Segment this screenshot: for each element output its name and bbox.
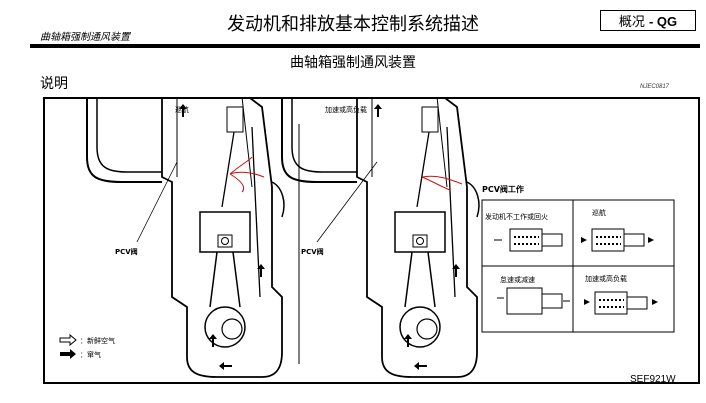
- subtitle: 曲轴箱强制通风装置: [290, 55, 416, 71]
- cell-cruise: 巡航: [592, 209, 606, 217]
- section-name: 曲轴箱强制通风装置: [40, 32, 130, 43]
- pcv-figure: 巡航 加速或高负载 PCV阀 PCV阀 ：新鲜空气 ：窜气 PCV阀工作 发动机…: [43, 97, 700, 384]
- pcv-valve-label-left: PCV阀: [115, 248, 138, 256]
- description-heading: 说明: [40, 76, 68, 92]
- engine-cruise-drawing: [86, 99, 298, 378]
- section-tag: 概况 - QG: [600, 10, 696, 31]
- header-rule: [30, 44, 700, 48]
- pcv-diagram: [59, 99, 675, 378]
- annotation-arrow-right: [421, 175, 463, 191]
- pcv-valve-label-right: PCV阀: [301, 248, 324, 256]
- cell-idle: 怠速或减速: [500, 276, 535, 284]
- cell-engine-off: 发动机不工作或回火: [485, 213, 548, 221]
- hollow-arrow-icon: [59, 333, 77, 347]
- solid-arrow-icon: [60, 349, 76, 359]
- legend-blow-by: ：窜气: [80, 351, 101, 359]
- page-title: 发动机和排放基本控制系统描述: [227, 14, 479, 35]
- pcv-operation-title: PCV阀工作: [482, 185, 524, 194]
- cell-high-load: 加速或高负载: [585, 275, 627, 283]
- engine-load-drawing: [281, 99, 493, 378]
- left-panel-title: 巡航: [175, 106, 189, 114]
- doc-code: NJEC0817: [640, 84, 670, 90]
- tag-suffix: - QG: [648, 14, 678, 29]
- annotation-arrow-left: [229, 156, 265, 193]
- figure-code: SEF921W: [630, 374, 676, 385]
- right-panel-title: 加速或高负载: [325, 106, 367, 114]
- legend-fresh-air: ：新鲜空气: [80, 337, 115, 345]
- tag-prefix: 概况: [618, 15, 645, 30]
